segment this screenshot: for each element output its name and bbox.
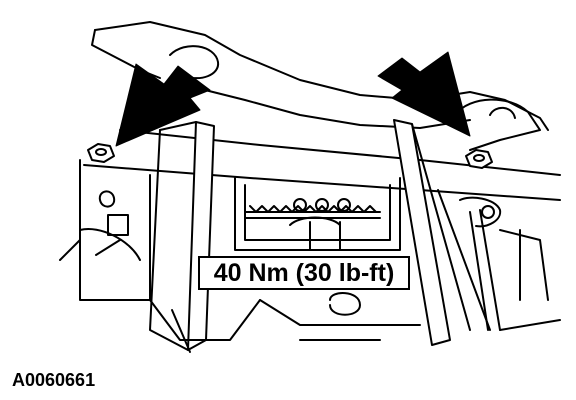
right-pointer-arrow [377, 51, 471, 137]
left-housing [59, 159, 151, 301]
gear-rack-assembly [234, 177, 401, 251]
left-pointer-arrow [115, 63, 211, 147]
figure-id-label: A0060661 [12, 370, 96, 390]
upper-bracket [83, 21, 561, 201]
shift-rod [393, 119, 491, 346]
lower-housing [149, 292, 561, 341]
torque-spec-label: 40 Nm (30 lb-ft) [198, 256, 410, 290]
right-bolt [465, 149, 493, 169]
upright-column [149, 121, 215, 353]
left-bolt [87, 143, 115, 163]
right-linkage [459, 196, 549, 331]
